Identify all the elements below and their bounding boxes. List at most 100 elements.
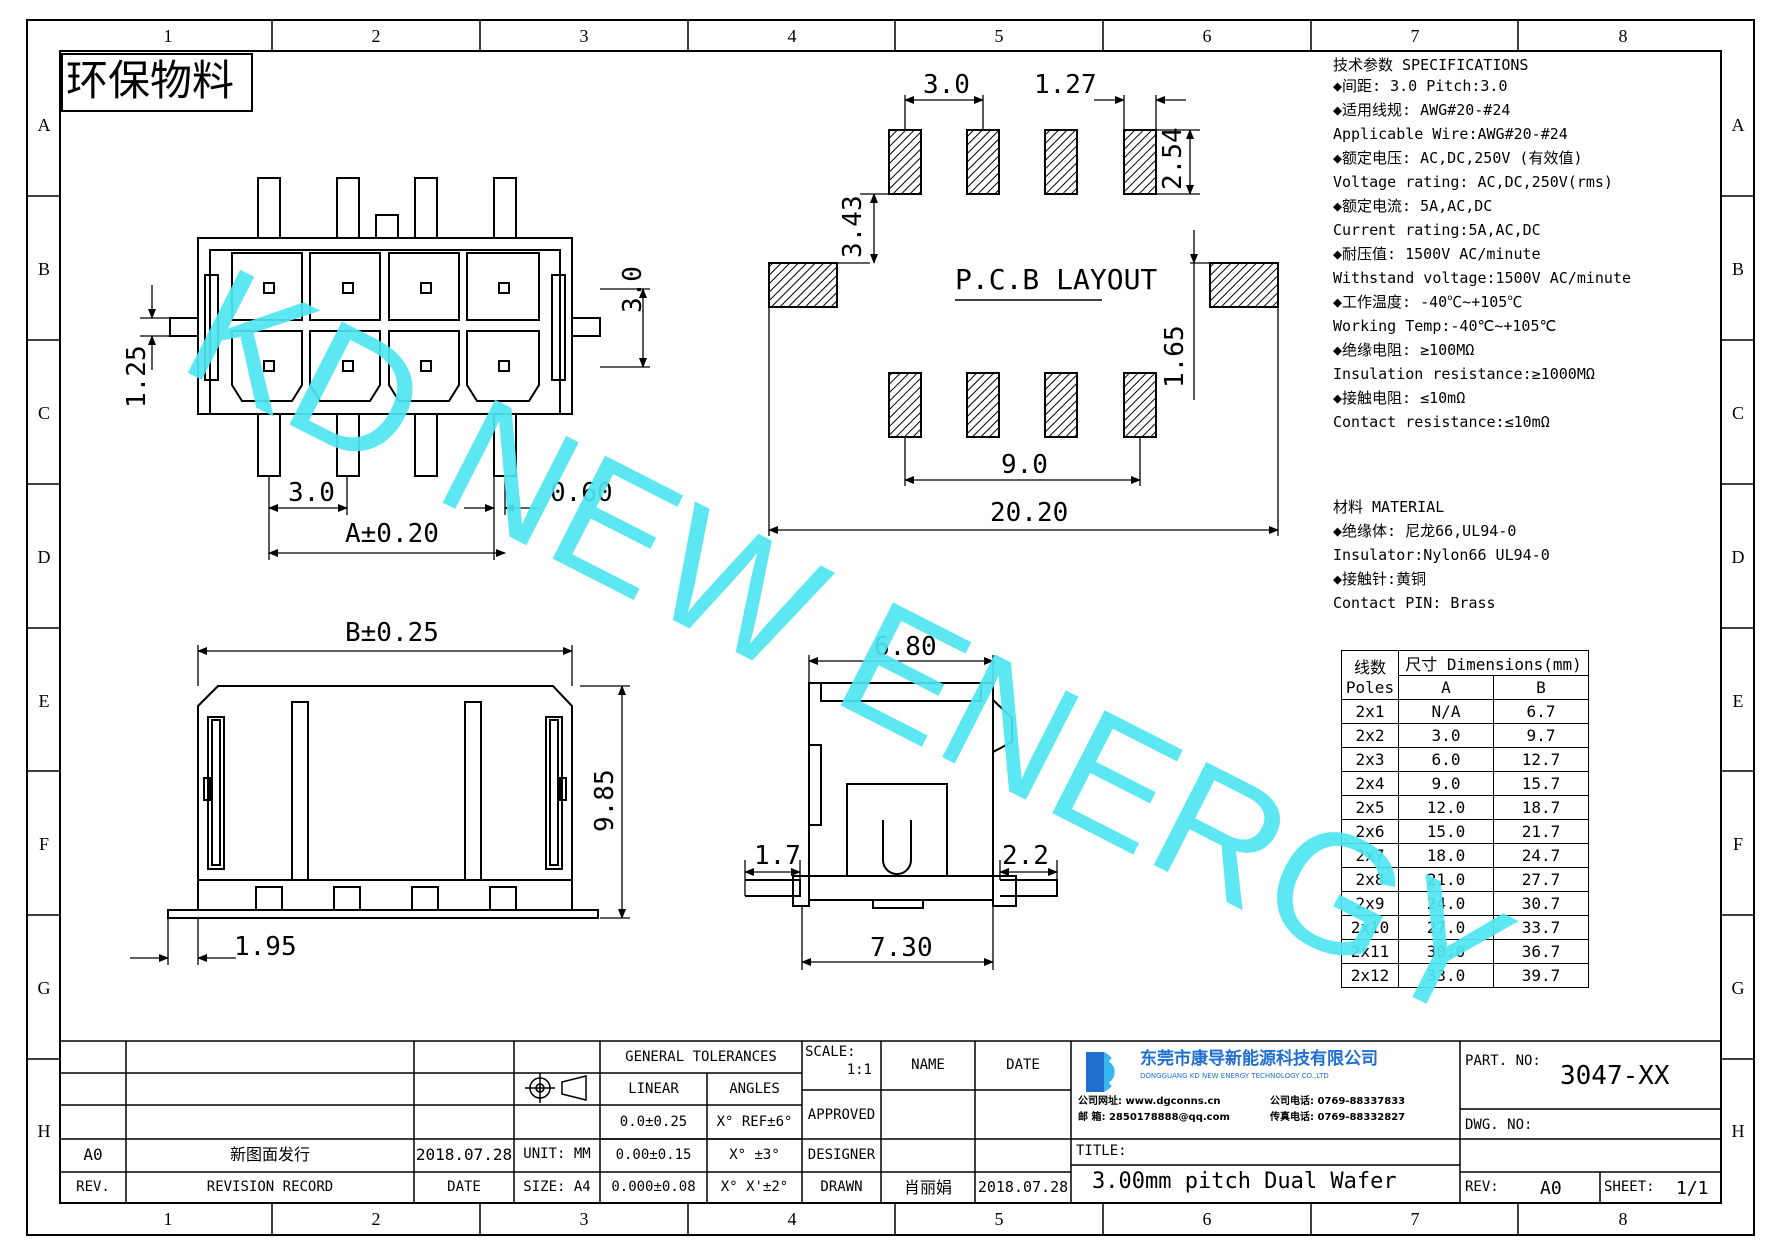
dwg-no-label: DWG. NO: [1465,1117,1533,1133]
poles-cell: 2x3 [1341,747,1399,772]
rev-box-value: A0 [1540,1178,1562,1199]
drawn-name: 肖丽娟 [903,1178,952,1197]
poles-cell: 2x8 [1341,867,1399,892]
zone-row-f-right: F [1732,834,1743,854]
company-mail: 邮 箱: 2850178888@qq.com [1078,1112,1230,1123]
specifications-block: 技术参数 SPECIFICATIONS ◆间距: 3.0 Pitch:3.0 ◆… [1333,58,1631,439]
dim-side-left: 1.7 [754,841,801,871]
dim-side-right: 2.2 [1002,841,1049,871]
spec-line: ◆适用线规: AWG#20-#24 [1333,101,1511,119]
material-heading: 材料 MATERIAL [1333,498,1445,516]
poles-header: 线数 Poles [1341,650,1399,700]
dim-pad-length: 2.54 [1158,127,1188,190]
dim-pcb-overall: 20.20 [990,498,1069,528]
zone-col-1: 1 [163,26,173,46]
b-cell: 18.7 [1493,795,1589,820]
title-block-grid [60,1040,1721,1203]
scale-value: 1:1 [846,1062,872,1078]
tol-angle-3: X° X'±2° [720,1179,789,1195]
zone-row-a-right: A [1731,115,1745,135]
pcb-pads [768,129,1279,438]
b-cell: 33.7 [1493,915,1589,940]
spec-line: ◆绝缘电阻: ≥100MΩ [1333,341,1475,359]
spec-line: ◆工作温度: -40℃~+105℃ [1333,293,1523,311]
zone-row-e: E [38,691,50,711]
a-cell: 3.0 [1398,723,1494,748]
spec-line: ◆额定电流: 5A,AC,DC [1333,197,1493,215]
zone-col-8: 8 [1618,26,1628,46]
a-cell: 30.0 [1398,939,1494,964]
spec-line: ◆间距: 3.0 Pitch:3.0 [1333,77,1508,95]
drawn-date: 2018.07.28 [977,1178,1069,1196]
front-view [167,685,599,919]
sheet-value: 1/1 [1676,1178,1709,1199]
zone-col-3-bottom: 3 [579,1209,589,1229]
dim-b: B±0.25 [345,618,439,648]
spec-line: Contact resistance:≤10mΩ [1333,413,1550,431]
dim-side-bottom: 7.30 [870,933,933,963]
zone-row-c: C [37,403,50,423]
zone-row-d-right: D [1731,547,1745,567]
zone-col-2-bottom: 2 [371,1209,381,1229]
zone-row-b: B [37,259,50,279]
material-line: Insulator:Nylon66 UL94-0 [1333,546,1550,564]
spec-line: Current rating:5A,AC,DC [1333,221,1541,239]
zone-col-4-bottom: 4 [787,1209,797,1229]
zone-col-2: 2 [371,26,381,46]
sheet-label: SHEET: [1604,1179,1655,1195]
b-cell: 24.7 [1493,843,1589,868]
spec-line: Insulation resistance:≥1000MΩ [1333,365,1595,383]
rev-box-label: REV: [1465,1179,1499,1195]
revision-record: 新图面发行 [229,1145,310,1164]
a-cell: 21.0 [1398,867,1494,892]
poles-cell: 2x1 [1341,699,1399,724]
poles-cell: 2x5 [1341,795,1399,820]
poles-header-en: Poles [1345,677,1395,697]
top-view-dims [140,285,650,560]
dim-pad-width: 1.27 [1034,70,1097,100]
dim-pin-width: 0.60 [550,478,613,508]
top-view [169,177,601,477]
b-cell: 39.7 [1493,963,1589,988]
part-no-label: PART. NO: [1465,1053,1541,1069]
dim-row-pitch: 3.0 [618,266,648,313]
material-line: ◆接触针:黄铜 [1333,570,1427,588]
pcb-layout-label: P.C.B LAYOUT [955,263,1158,296]
b-cell: 12.7 [1493,747,1589,772]
rev-code: A0 [83,1145,103,1164]
company-logo-icon [1086,1052,1119,1092]
zone-row-c-right: C [1731,403,1744,423]
poles-cell: 2x6 [1341,819,1399,844]
tol-linear-2: 0.00±0.15 [615,1147,692,1163]
name-col-label: NAME [911,1057,945,1073]
dim-offset: 1.25 [122,345,152,408]
dim-front-height: 9.85 [590,769,620,832]
b-cell: 9.7 [1493,723,1589,748]
spec-line: Applicable Wire:AWG#20-#24 [1333,125,1568,143]
zone-col-7-bottom: 7 [1410,1209,1420,1229]
material-line: Contact PIN: Brass [1333,594,1496,612]
material-line: ◆绝缘体: 尼龙66,UL94-0 [1333,522,1517,540]
a-cell: N/A [1398,699,1494,724]
zone-col-7: 7 [1410,26,1420,46]
company-tel: 公司电话: 0769-88337833 [1270,1096,1406,1107]
dim-a: A±0.20 [345,519,439,549]
zone-row-e-right: E [1732,691,1744,711]
size-label: SIZE: A4 [523,1179,591,1195]
zone-col-4: 4 [787,26,797,46]
general-tolerances: GENERAL TOLERANCES [625,1049,777,1065]
dim-foot: 1.95 [234,932,297,962]
side-view [745,682,1058,909]
b-cell: 21.7 [1493,819,1589,844]
poles-cell: 2x9 [1341,891,1399,916]
zone-col-6: 6 [1202,26,1212,46]
title-label: TITLE: [1076,1143,1127,1159]
zone-row-b-right: B [1731,259,1744,279]
